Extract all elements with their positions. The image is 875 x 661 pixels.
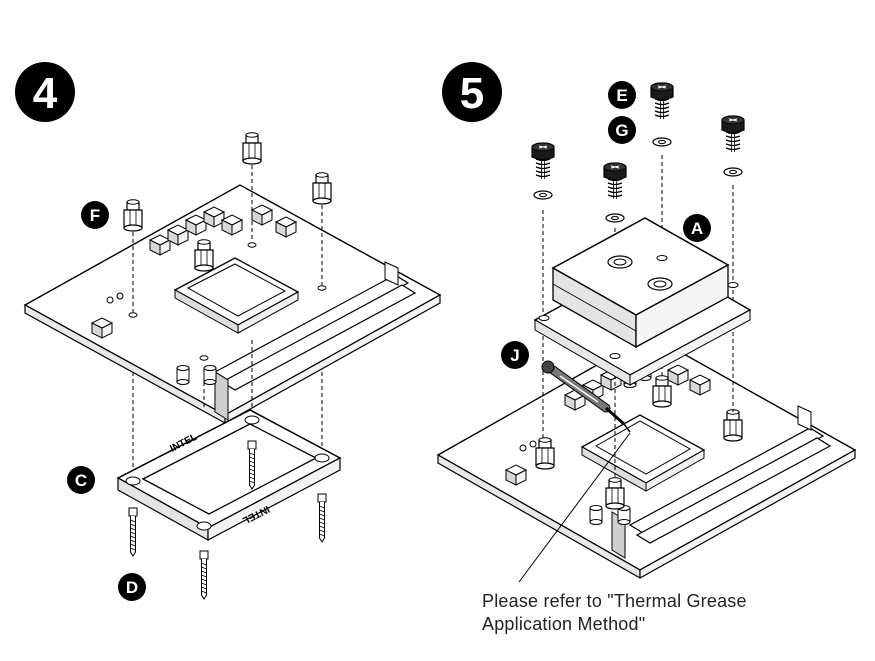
callout-g: G [608,116,636,144]
svg-text:D: D [126,578,138,597]
callout-f: F [81,201,109,229]
note-line-2: Application Method" [482,614,646,634]
svg-text:A: A [691,219,703,238]
step-5-panel: 5 [436,62,857,583]
callout-j: J [501,341,529,369]
svg-text:C: C [75,471,87,490]
motherboard-left [23,184,442,425]
callout-e: E [608,81,636,109]
intel-backplate: INTEL INTEL [116,409,342,542]
callout-d: D [118,573,146,601]
thermal-grease-syringe [541,360,631,433]
step-4-badge: 4 [15,62,75,122]
spring-screws-e [531,82,745,200]
step-5-badge: 5 [442,62,502,122]
note-leader-line [518,432,631,583]
motherboard-right [436,334,857,580]
svg-text:J: J [510,346,519,365]
thermal-grease-note: Please refer to "Thermal Grease Applicat… [482,590,842,636]
step-4-number: 4 [33,69,58,118]
note-line-1: Please refer to "Thermal Grease [482,591,747,611]
svg-text:E: E [616,86,627,105]
cpu-water-block [533,217,752,386]
callout-a: A [683,214,711,242]
callout-c: C [67,466,95,494]
standoffs-f [123,132,332,312]
washers-g [533,137,743,223]
alignment-lines-4 [132,340,323,480]
svg-text:F: F [90,206,100,225]
step-5-number: 5 [460,69,484,118]
svg-text:G: G [615,121,628,140]
step-4-panel: 4 [15,62,442,600]
